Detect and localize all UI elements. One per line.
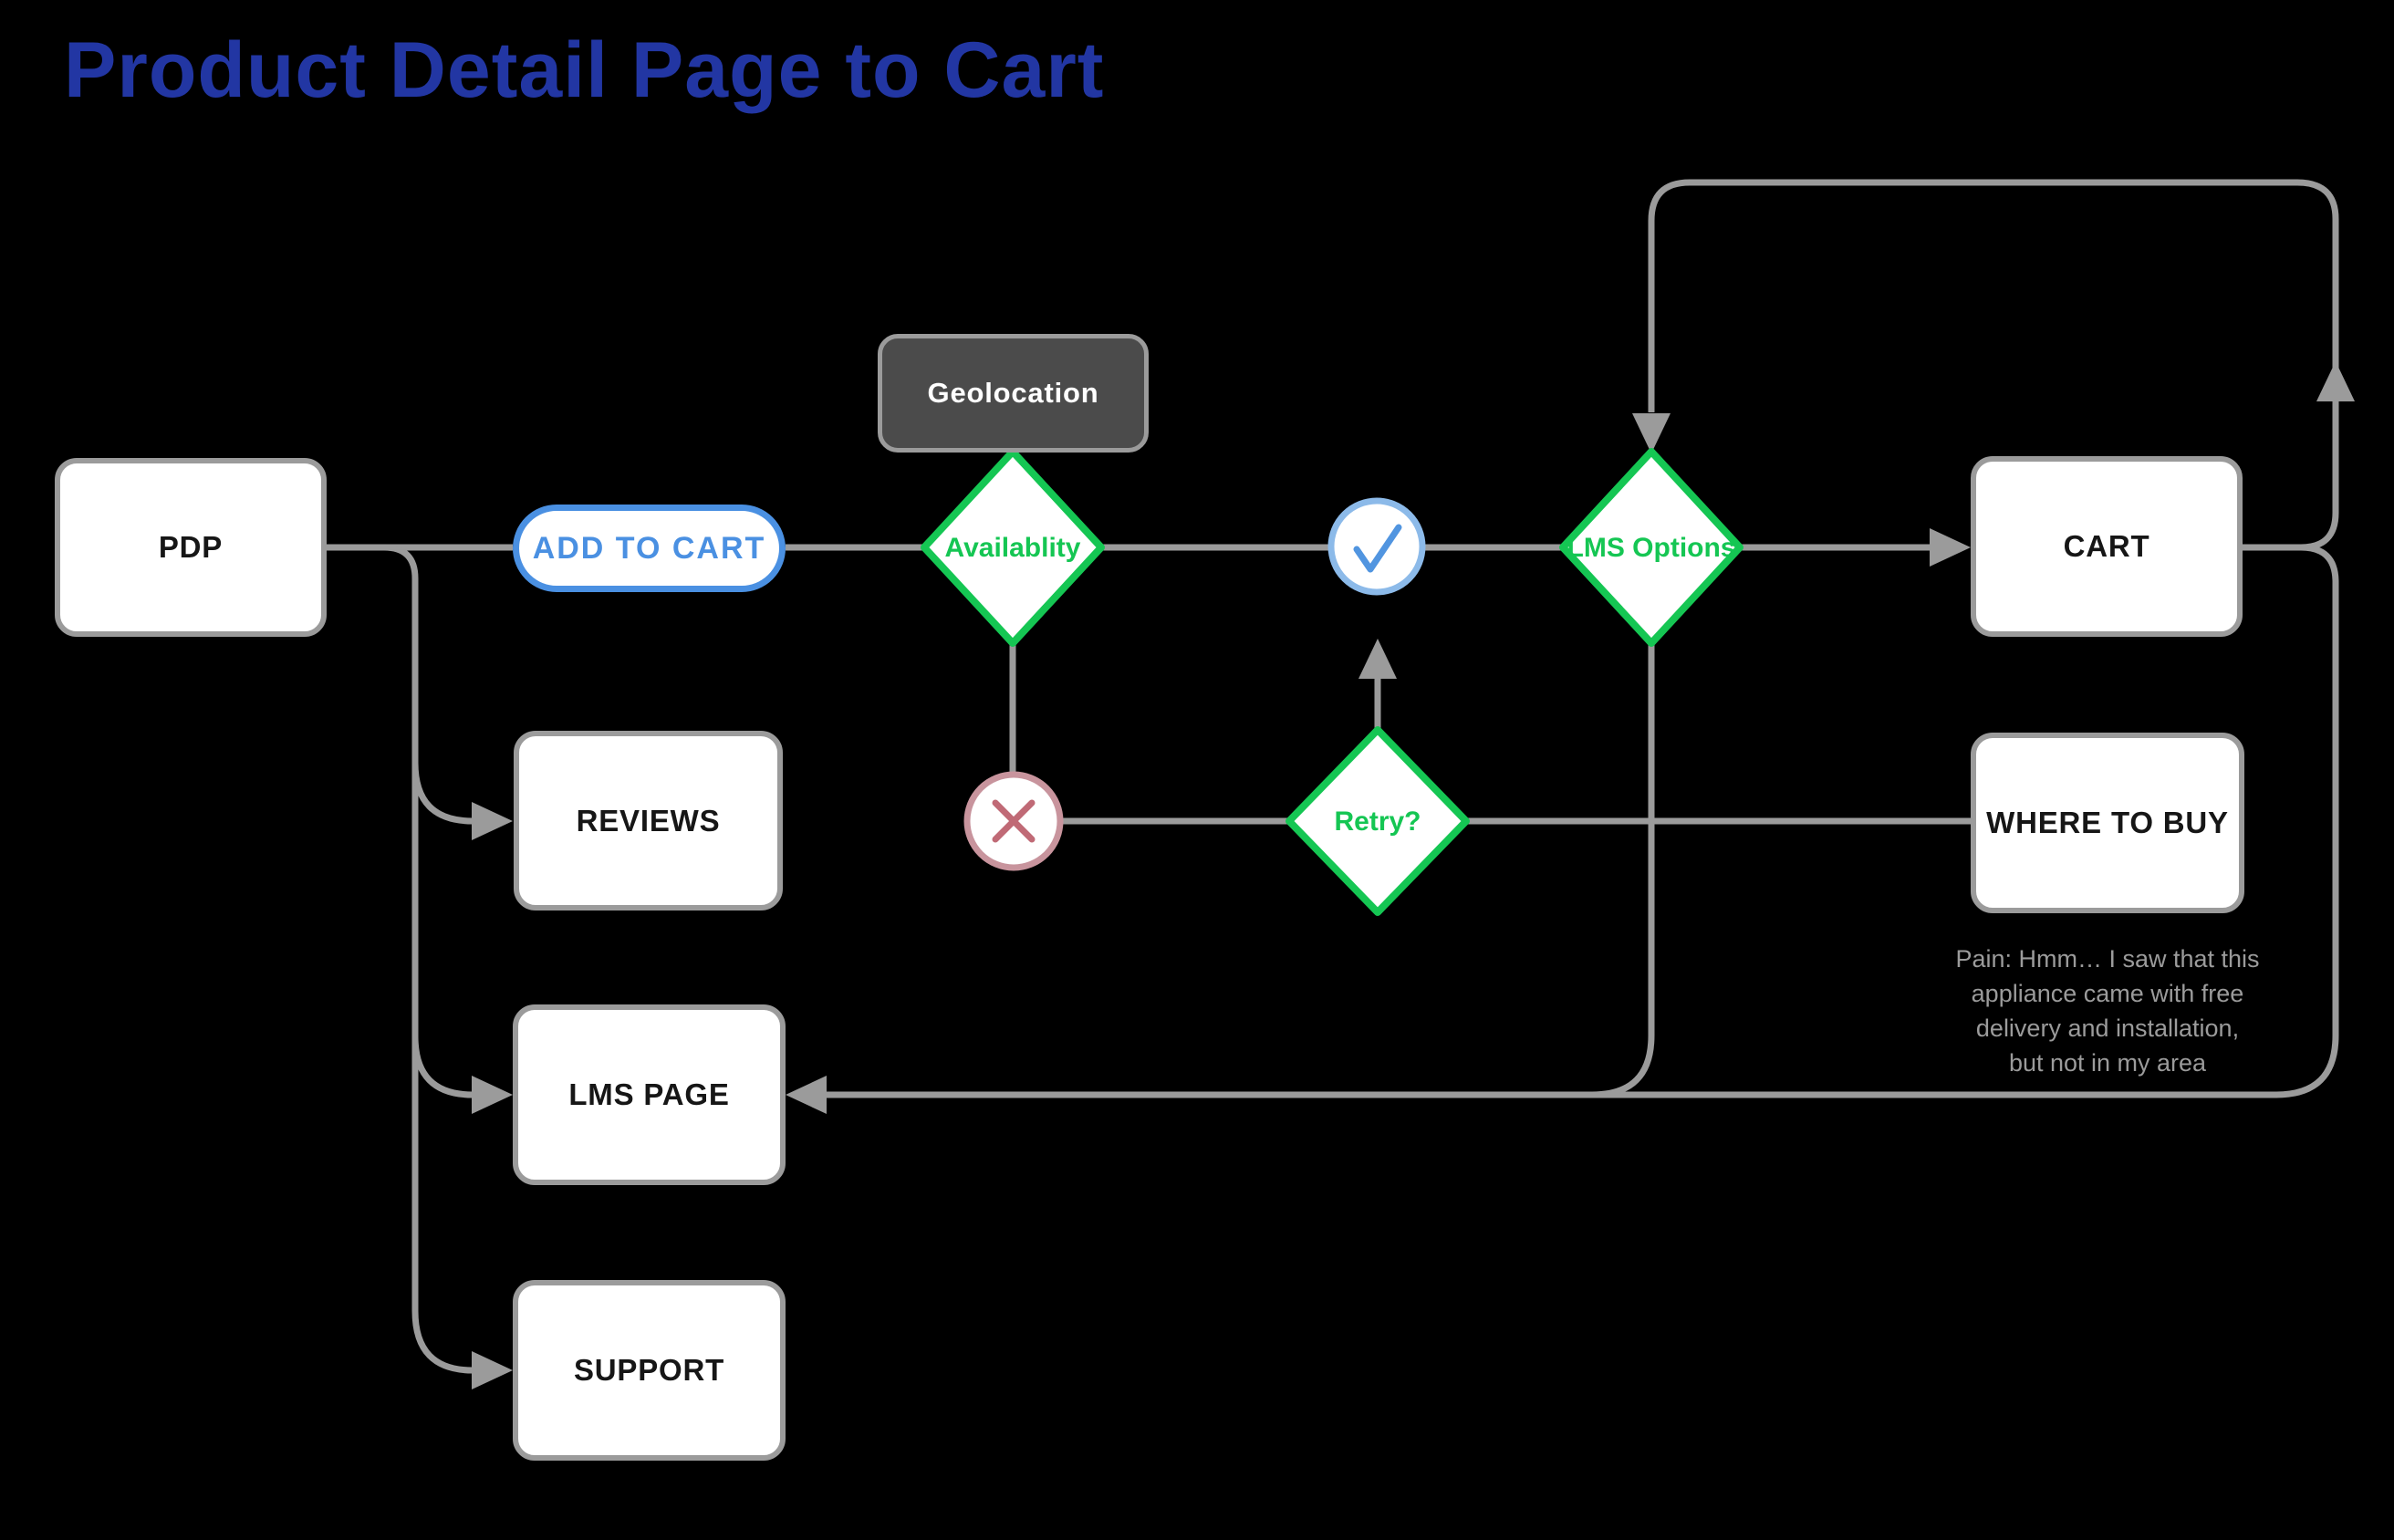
node-where-to-buy[interactable]: WHERE TO BUY xyxy=(1971,733,2244,913)
edge-branch-lms-page xyxy=(411,1035,474,1098)
node-where-to-buy-label: WHERE TO BUY xyxy=(1986,806,2229,839)
edge-top-loop xyxy=(1648,179,2339,551)
node-support-label: SUPPORT xyxy=(573,1353,725,1387)
arrowhead-into-cart xyxy=(1930,528,1971,567)
arrowhead-into-lms-page-right xyxy=(786,1076,827,1114)
node-lms-page-label: LMS PAGE xyxy=(568,1077,730,1111)
node-lms-options-diamond[interactable] xyxy=(1559,448,1743,647)
pain-note: Pain: Hmm… I saw that this appliance cam… xyxy=(1925,942,2290,1080)
edge-bottom-loop xyxy=(827,544,2339,1098)
page-title: Product Detail Page to Cart xyxy=(64,26,1105,114)
node-reviews[interactable]: REVIEWS xyxy=(514,731,783,910)
node-cart-label: CART xyxy=(2063,529,2150,563)
arrowhead-into-lms-options-top xyxy=(1632,413,1671,453)
arrowhead-into-lms-page-left xyxy=(472,1076,513,1114)
node-geolocation[interactable]: Geolocation xyxy=(878,334,1149,453)
arrowhead-top-loop-up xyxy=(2316,361,2355,401)
node-failure-circle[interactable] xyxy=(963,771,1064,871)
edge-pdp-branch-trunk xyxy=(383,544,474,1374)
node-pdp-label: PDP xyxy=(158,530,224,564)
add-to-cart-button[interactable]: ADD TO CART xyxy=(513,505,786,592)
arrowhead-retry-to-success xyxy=(1358,639,1397,679)
node-support[interactable]: SUPPORT xyxy=(513,1280,786,1461)
node-reviews-label: REVIEWS xyxy=(576,803,721,838)
add-to-cart-label: ADD TO CART xyxy=(532,530,766,566)
node-success-circle[interactable] xyxy=(1327,497,1426,596)
pain-note-line: Pain: Hmm… I saw that this xyxy=(1955,945,2260,973)
node-pdp[interactable]: PDP xyxy=(55,458,327,637)
pain-note-line: appliance came with free xyxy=(1971,980,2244,1007)
x-icon xyxy=(992,799,1036,843)
edge-lms-options-down-merge xyxy=(1591,643,1655,1098)
check-icon xyxy=(1353,524,1402,573)
pain-note-line: delivery and installation, xyxy=(1975,1015,2240,1042)
node-retry-diamond[interactable] xyxy=(1285,726,1470,916)
node-availability-diamond[interactable] xyxy=(921,448,1105,647)
edge-branch-reviews xyxy=(411,762,474,825)
pain-note-line: but not in my area xyxy=(2008,1049,2207,1077)
node-cart[interactable]: CART xyxy=(1971,456,2243,637)
arrowhead-into-support xyxy=(472,1351,513,1389)
node-lms-page[interactable]: LMS PAGE xyxy=(513,1004,786,1185)
arrowhead-into-reviews xyxy=(472,802,513,840)
node-geolocation-label: Geolocation xyxy=(927,377,1099,409)
